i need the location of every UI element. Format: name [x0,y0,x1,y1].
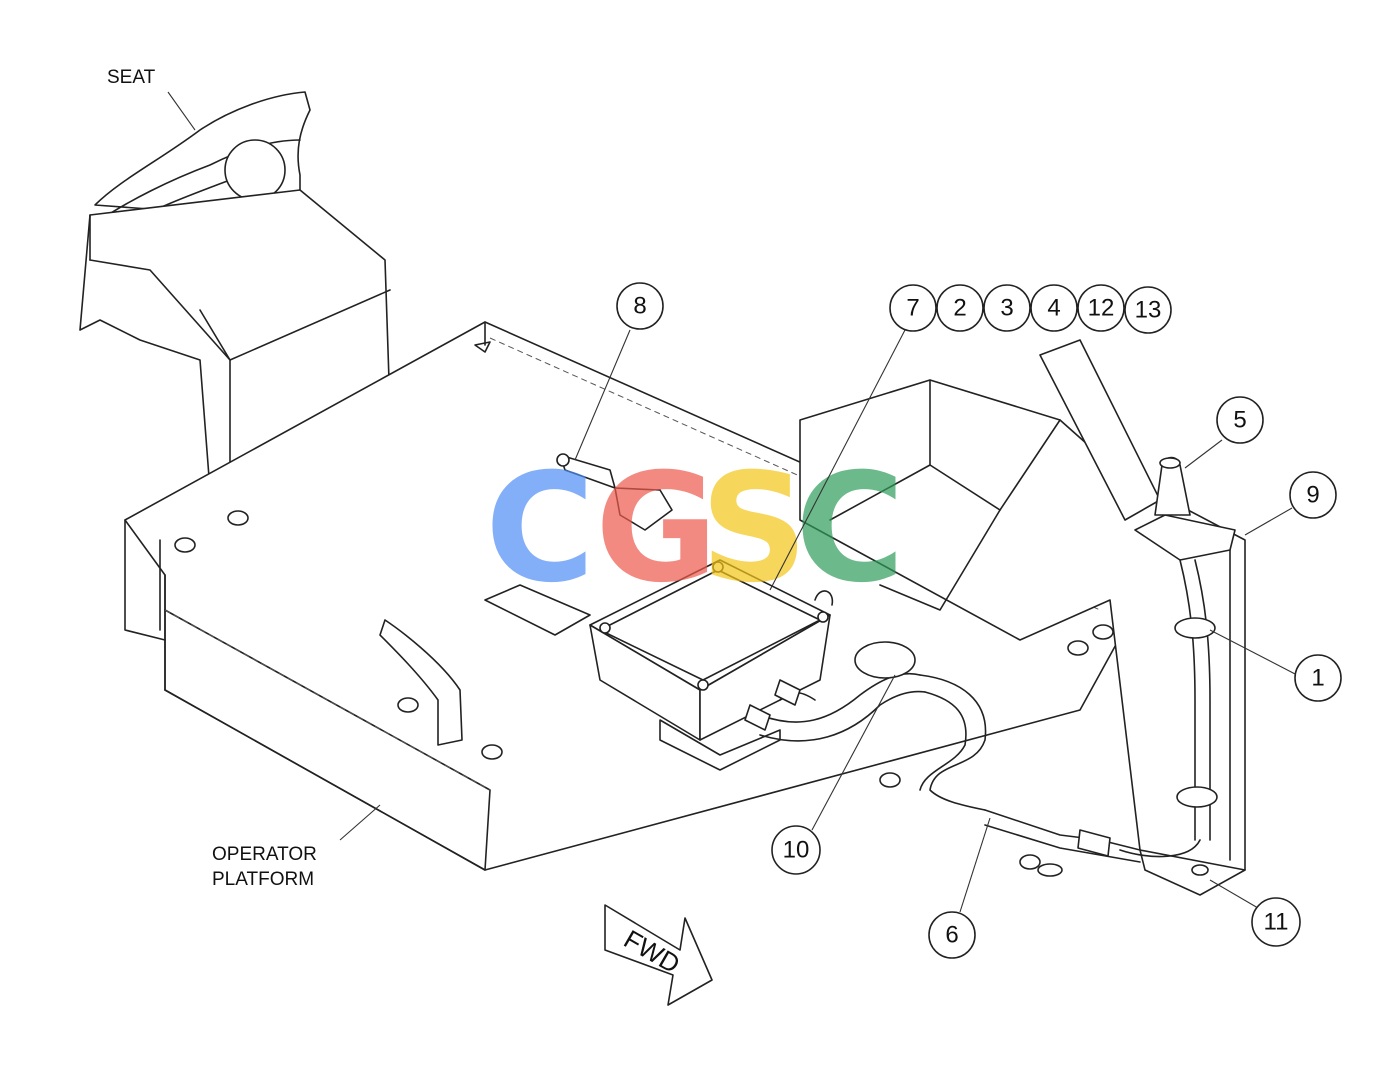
seat-label: SEAT [107,67,156,88]
harness-cable-drawing [744,641,1141,863]
operator-label-line1: OPERATOR [212,844,317,865]
callout-2: 2 [936,284,984,332]
leader-lines [167,91,1298,913]
harness-vertical-drawing [1119,559,1218,858]
callout-11-label: 11 [1264,909,1289,936]
callout-1-label: 1 [1311,665,1324,692]
console-structure-drawing [799,339,1246,896]
item-7-controller-box-drawing [589,559,834,771]
callout-6-label: 6 [945,922,958,949]
forward-arrow: FWD [604,904,713,1006]
callout-5: 5 [1216,396,1264,444]
callout-11: 11 [1251,897,1301,947]
callout-12: 12 [1077,284,1125,332]
callout-4-label: 4 [1047,295,1060,322]
callout-2-label: 2 [953,295,966,322]
callout-13-label: 13 [1135,297,1162,324]
callout-13: 13 [1124,286,1172,334]
watermark-letter-2: G [595,442,718,616]
callout-7-label: 7 [906,295,919,322]
operator-platform-drawing [124,321,1136,871]
callout-12-label: 12 [1088,295,1115,322]
callout-7: 7 [889,284,937,332]
callout-10-label: 10 [783,837,810,864]
callout-10: 10 [771,825,821,875]
item-8-bracket-drawing [556,453,673,531]
watermark-letter-4: C [795,442,905,616]
callout-6: 6 [928,911,976,959]
callout-8: 8 [616,282,664,330]
item-5-boot-drawing [1134,456,1236,561]
callout-9-label: 9 [1306,482,1319,509]
callout-5-label: 5 [1233,407,1246,434]
callout-4: 4 [1030,284,1078,332]
watermark: C G S C [485,442,905,616]
callout-8-label: 8 [633,293,646,320]
watermark-letter-1: C [485,442,595,616]
callout-3-label: 3 [1000,295,1013,322]
callout-9: 9 [1289,471,1337,519]
operator-label-line2: PLATFORM [212,869,314,890]
watermark-letter-3: S [700,442,808,616]
callout-3: 3 [983,284,1031,332]
callout-1: 1 [1294,654,1342,702]
